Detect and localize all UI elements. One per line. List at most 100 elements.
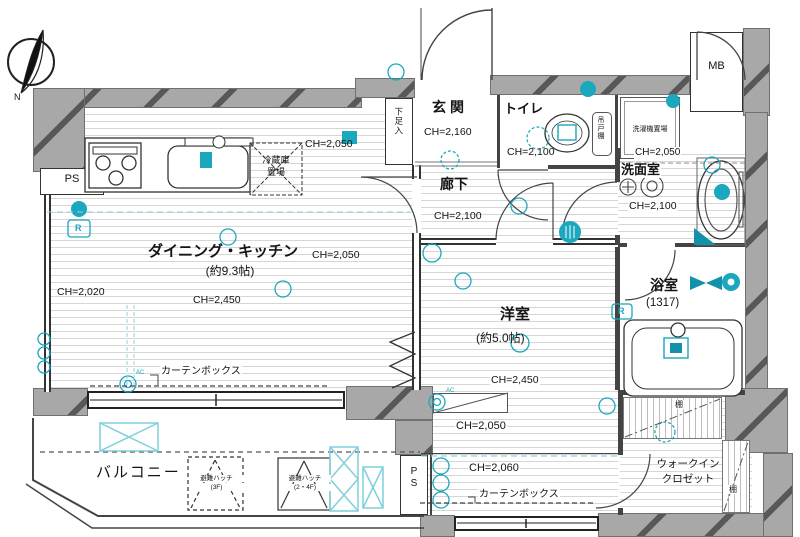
- western-room-ch-beam-a: CH=2,050: [455, 420, 507, 433]
- wall-bottom-center: [346, 386, 433, 420]
- hatch-24f-label-2: (2・4F): [279, 484, 331, 492]
- curtain-box-left-label: カーテンボックス: [160, 366, 242, 378]
- dining-kitchen-ch-left: CH=2,020: [57, 286, 105, 298]
- partition-wic-left-a: [618, 395, 623, 455]
- partition-west-strip: [421, 453, 618, 454]
- zigzag-partition: [388, 331, 417, 389]
- escape-hatch-3f: [187, 456, 244, 511]
- fridge-area-box: [249, 142, 303, 196]
- western-room-ch-main: CH=2,450: [490, 374, 540, 387]
- hanging-cupboard-box: [592, 112, 612, 156]
- curtain-box-right-label: カーテンボックス: [478, 489, 560, 501]
- partition-dk-west: [412, 233, 421, 390]
- western-room-name: 洋室: [500, 306, 531, 323]
- partition-dk-hall-upper: [412, 165, 421, 179]
- hallway-name: 廊下: [440, 176, 468, 192]
- wic-shelf-right: [722, 440, 750, 513]
- bathtub-fixture: [623, 273, 743, 397]
- partition-hall-west-left: [421, 238, 496, 245]
- window-south: [454, 516, 599, 531]
- wall-top-left: [33, 88, 362, 108]
- entrance-floor: [413, 95, 497, 165]
- western-room-door-arc: [495, 182, 554, 241]
- dining-kitchen-ch-main: CH=2,450: [193, 294, 241, 306]
- washer-area-label: 洗濯機置場: [632, 126, 668, 133]
- compass-icon: [7, 29, 55, 94]
- kitchen-ch-top: CH=2,050: [305, 138, 353, 150]
- entrance-ch: CH=2,160: [424, 126, 472, 138]
- hallway-ch: CH=2,100: [434, 210, 482, 222]
- partition-wash-hall-b: [615, 235, 620, 245]
- fridge-label-2: 置場: [266, 167, 285, 177]
- partition-ps-right: [430, 455, 432, 515]
- toilet-fixture: [526, 113, 590, 153]
- wall-bottom-wic: [598, 513, 765, 537]
- bathroom-size: (1317): [646, 297, 680, 309]
- wall-bottom-left-stub: [33, 388, 88, 416]
- fridge-label-1: 冷蔵庫: [262, 155, 290, 165]
- pipe-space-bottom: [400, 455, 428, 515]
- toilet-door-arc: [497, 169, 549, 221]
- wall-top-step: [355, 78, 415, 98]
- kitchen-counter: [84, 135, 254, 193]
- partition-toilet-hall: [548, 165, 618, 169]
- partition-bath-top-a: [618, 243, 627, 247]
- partition-wic-left-b: [618, 508, 623, 515]
- partition-hall-west-right: [553, 238, 618, 245]
- meter-box: [690, 32, 743, 112]
- washroom-ch-beam: CH=2,050: [634, 147, 682, 159]
- dining-kitchen-ch-mid: CH=2,050: [312, 249, 360, 261]
- bathroom-door-arc: [624, 249, 676, 301]
- electric-symbols: [37, 63, 680, 509]
- balcony-cyan-markers: [99, 422, 384, 512]
- hallway-floor: [421, 166, 618, 243]
- mb-door-arc: [696, 31, 746, 81]
- washbasin-fixture: [694, 156, 746, 246]
- pipe-space-bottom-label: PS: [408, 466, 420, 490]
- bathroom-name: 浴室: [650, 277, 678, 293]
- partition-entrance-toilet: [497, 95, 500, 168]
- wic-shelf-label-1: 棚: [674, 400, 684, 410]
- western-room-size: (約5.0帖): [476, 331, 525, 345]
- washroom-fittings: [619, 174, 664, 198]
- wic-shelf-label-2: 棚: [728, 485, 738, 495]
- meter-box-label: MB: [708, 60, 725, 72]
- washroom-ch: CH=2,100: [628, 200, 678, 213]
- wall-bottom-right-block: [763, 453, 793, 537]
- washer-area-box-inner: [624, 101, 676, 155]
- balcony-railing: [25, 418, 424, 529]
- partition-toilet-washer: [615, 95, 618, 160]
- wall-corner-left: [33, 88, 85, 172]
- balcony-name: バルコニー: [96, 464, 181, 481]
- r-symbol-boxes: [67, 201, 633, 320]
- r-symbol-bath-label: R: [618, 306, 625, 316]
- toilet-ch: CH=2,100: [507, 146, 555, 158]
- dk-door-arc: [360, 176, 418, 234]
- partition-wash-hall-a: [615, 148, 620, 182]
- dining-kitchen-name: ダイニング・キッチン: [148, 243, 299, 260]
- hatch-24f-label-1: 避難ハッチ: [279, 475, 331, 483]
- wic-door-arc: [595, 453, 651, 509]
- shoe-cabinet: [385, 98, 413, 165]
- washroom-name: 洗面室: [620, 162, 662, 178]
- wic-name-1: ウォークイン: [656, 458, 720, 470]
- wall-left-thin: [44, 170, 51, 392]
- dashed-guides: [47, 162, 749, 512]
- pipe-space-top-label: PS: [64, 173, 80, 185]
- entrance-step-line: [415, 161, 497, 167]
- entrance-door-arc: [420, 8, 493, 81]
- wall-ps-surround: [395, 420, 433, 455]
- western-room-ch-beam-b: CH=2,060: [468, 462, 520, 475]
- wic-name-2: クロゼット: [661, 473, 715, 485]
- window-balcony: [87, 391, 345, 409]
- ac-label-right: AC: [446, 388, 455, 394]
- dining-kitchen-size: (約9.3帖): [205, 264, 255, 278]
- wall-right: [745, 112, 768, 392]
- hanging-cupboard-label: 吊戸棚: [597, 116, 605, 140]
- compass-n-label: N: [14, 92, 21, 102]
- toilet-name: トイレ: [504, 101, 544, 116]
- shoe-cabinet-label: 下足入: [393, 107, 404, 136]
- entrance-name: 玄関: [432, 99, 468, 115]
